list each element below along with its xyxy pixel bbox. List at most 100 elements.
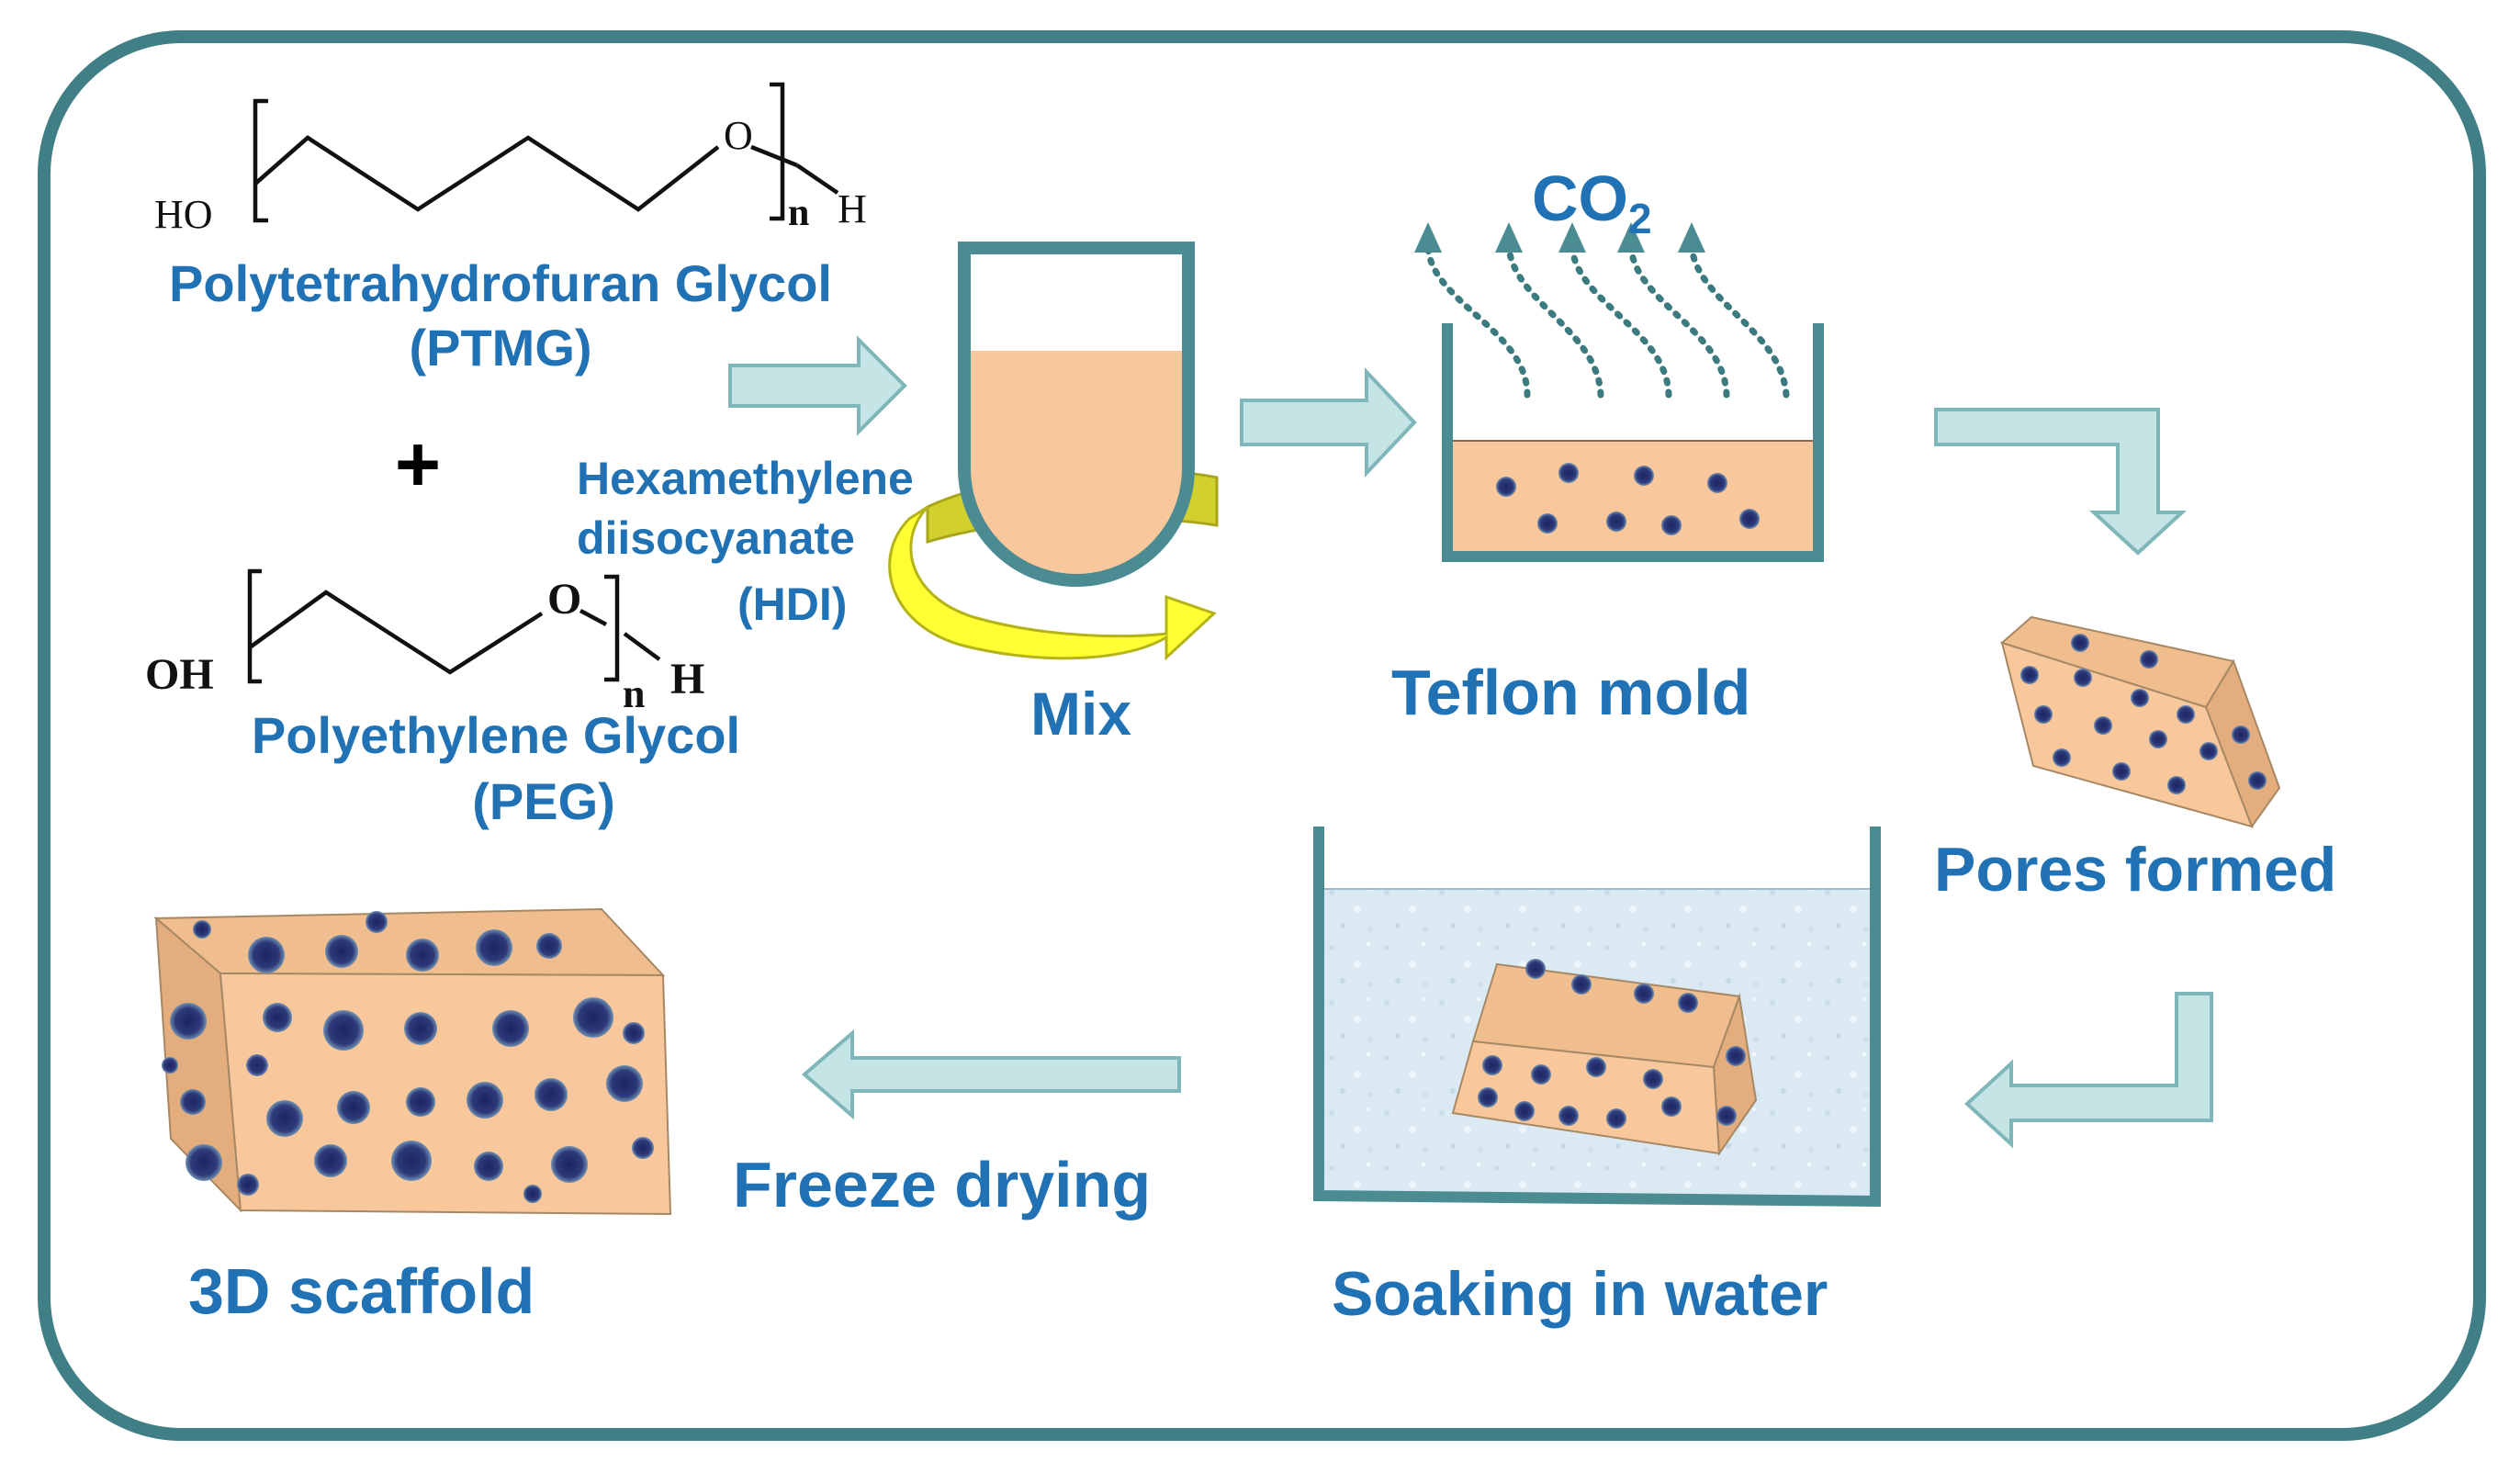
pore [1531,1064,1551,1085]
pore [467,1082,503,1119]
gas-arrowhead [1414,222,1442,253]
ptmg-h-label: H [838,186,867,231]
ptmg-o-bond [750,144,798,168]
ptmg-ho-label: HO [154,192,213,237]
pore [476,929,512,966]
pore [266,1100,303,1137]
pore [1606,1108,1626,1129]
mix-liquid [968,351,1185,577]
ptmg-name: Polytetrahydrofuran Glycol [169,254,832,312]
pore [1606,512,1626,532]
mix-label: Mix [1030,680,1131,748]
pore [162,1057,178,1074]
mix-vessel-wall [958,242,1195,587]
pore [1739,509,1760,529]
peg-left-bracket [247,568,262,684]
pore [1643,1069,1663,1089]
pore [1586,1057,1606,1077]
pore [2177,705,2195,724]
pore [180,1089,206,1115]
arrow-to-mold [1240,366,1417,478]
hdi-line1: Hexamethylene [577,453,914,504]
hdi-line3: (HDI) [737,579,847,630]
pore [263,1003,292,1032]
pore [1661,1096,1682,1117]
pore [406,939,439,972]
pore [1478,1087,1498,1108]
peg-right-bracket [604,574,620,682]
peg-n-subscript: n [623,671,645,716]
peg-structure: OH O n H [145,568,704,716]
arrow-to-soaking [1964,992,2213,1149]
peg-oxygen-label: O [547,575,581,624]
peg-abbr: (PEG) [472,772,615,830]
peg-h-bond [623,632,661,661]
pore [606,1065,643,1102]
pore [186,1144,222,1181]
pore [2112,762,2131,781]
hdi-line2: diisocyanate [577,512,855,564]
pore [1537,513,1558,534]
pore [2149,730,2167,748]
pore [170,1003,207,1040]
pore [1482,1055,1502,1075]
ptmg-n-subscript: n [788,192,809,234]
ptmg-h-bond [795,163,839,195]
pore [2199,742,2218,760]
pore [2167,776,2186,794]
ptmg-chain [253,135,720,212]
pore [2071,634,2089,652]
pore [325,935,358,968]
pore [536,933,562,959]
ptmg-right-bracket [770,82,785,221]
plus-sign: + [395,421,441,509]
ptmg-abbr: (PTMG) [409,319,591,377]
pore [323,1010,364,1051]
pore [474,1152,503,1181]
pore [1726,1046,1746,1066]
arrow-to-pores [1934,408,2188,556]
peg-chain [248,590,544,675]
pore [1496,477,1516,497]
ptmg-structure: HO O n H [154,82,867,237]
pore [2020,666,2039,684]
pore [2053,748,2071,767]
pores-block [2000,615,2281,829]
pore [632,1137,654,1159]
scaffold-pores [162,911,654,1203]
pore [391,1141,432,1181]
pore [193,920,211,939]
pore [406,1087,435,1117]
pore [573,997,613,1038]
soaking-wall [1313,826,1881,1208]
pore [2140,650,2158,669]
pore [1558,463,1579,483]
pore [246,1054,268,1076]
pore [1571,974,1592,995]
pore [551,1146,588,1183]
teflon-mold-label: Teflon mold [1391,657,1750,728]
pore [237,1174,259,1196]
ptmg-left-bracket [253,98,268,223]
arrow-to-scaffold [801,1029,1181,1120]
pore [366,911,388,933]
freeze-drying-label: Freeze drying [733,1149,1151,1220]
pores-block-pores [2020,634,2267,794]
pore [2094,716,2112,735]
soaking-container [1313,826,1881,1208]
pore [2034,705,2053,724]
gas-stream [1424,244,1531,399]
scaffold-label: 3D scaffold [188,1255,534,1327]
pore [1634,984,1654,1004]
co2-label: CO2 [1532,163,1652,242]
pore [1525,959,1546,979]
pore [2232,725,2250,744]
pore [1514,1101,1535,1121]
mold-wall [1442,323,1824,562]
pore [523,1185,542,1203]
pore [248,937,285,973]
pore [1558,1106,1579,1126]
pore [337,1091,370,1124]
pore [2248,771,2267,790]
